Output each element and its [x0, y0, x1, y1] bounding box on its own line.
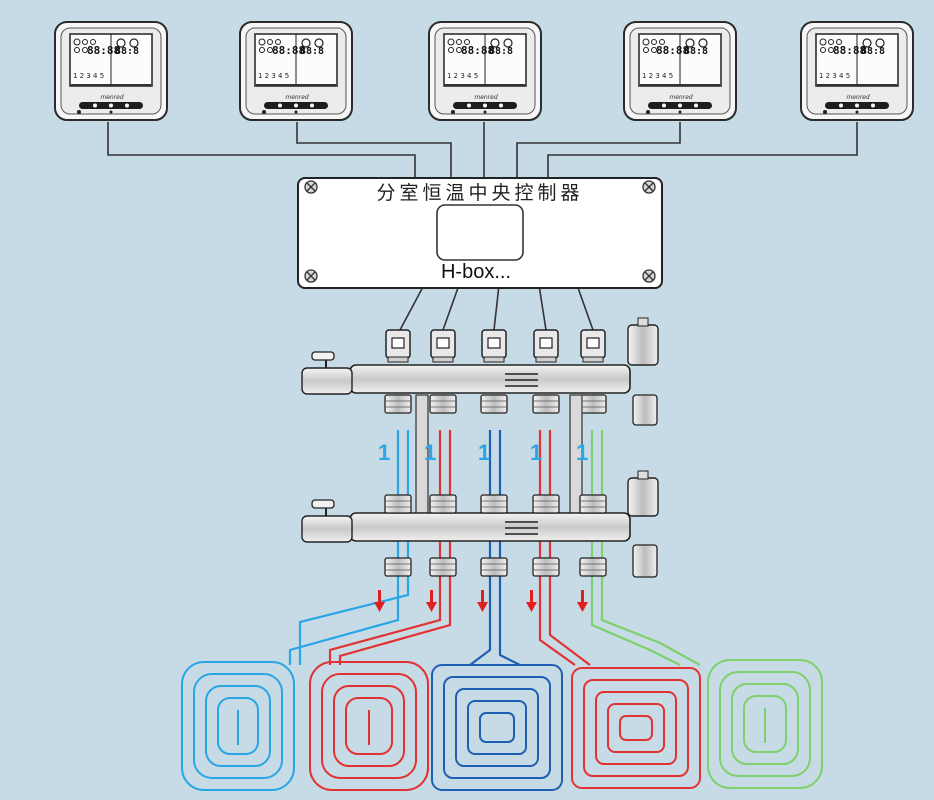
down-arrow-icon	[526, 590, 537, 612]
lcd-day-row: 1 2 3 4 5	[258, 72, 289, 80]
lcd-main-reading: 88:88	[461, 44, 494, 57]
wire-4	[516, 122, 681, 180]
lcd-sub-reading: 88:8	[489, 46, 513, 57]
controller-title: 分室恒温中央控制器	[376, 182, 583, 204]
lcd-main-reading: 88:88	[656, 44, 689, 57]
thermostat-1: 88:88 88:8 1 2 3 4 5 menred	[54, 21, 168, 121]
lcd-main-reading: 88:88	[272, 44, 305, 57]
down-arrow-icon	[374, 590, 385, 612]
flow-marker: 1	[576, 440, 588, 465]
brand-label: menred	[285, 94, 308, 101]
supply-manifold	[301, 317, 659, 426]
flow-marker: 1	[478, 440, 490, 465]
lcd-sub-reading: 88:8	[115, 46, 139, 57]
pipe-blue-dark-return	[498, 430, 521, 666]
lcd-sub-reading: 88:8	[300, 46, 324, 57]
vent-valve-bottom	[627, 470, 659, 578]
flow-marker: 1	[530, 440, 542, 465]
supply-flow-markers: 1 1 1 1 1	[378, 440, 588, 465]
ball-valve-top	[301, 351, 353, 395]
floor-loop-5	[707, 659, 823, 789]
thermostat-4: 88:88 88:8 1 2 3 4 5 menred	[623, 21, 737, 121]
thermostat-wires	[107, 122, 858, 180]
lcd-day-row: 1 2 3 4 5	[447, 72, 478, 80]
ball-valve-bottom	[301, 499, 353, 543]
thermostat-2: 88:88 88:8 1 2 3 4 5 menred	[239, 21, 353, 121]
pipe-blue-light	[288, 430, 400, 665]
brand-label: menred	[846, 94, 869, 101]
lcd-sub-reading: 88:8	[684, 46, 708, 57]
flow-marker: 1	[424, 440, 436, 465]
lcd-main-reading: 88:88	[87, 44, 120, 57]
down-arrow-icon	[426, 590, 437, 612]
vent-valve-top	[627, 317, 659, 426]
floor-loop-4	[571, 667, 701, 789]
thermostat-3: 88:88 88:8 1 2 3 4 5 menred	[428, 21, 542, 121]
thermostat-5: 88:88 88:8 1 2 3 4 5 menred	[800, 21, 914, 121]
down-arrow-icon	[477, 590, 488, 612]
brand-label: menred	[669, 94, 692, 101]
return-manifold	[301, 470, 659, 578]
controller-display	[436, 204, 524, 261]
brand-label: menred	[474, 94, 497, 101]
lcd-day-row: 1 2 3 4 5	[819, 72, 850, 80]
lcd-day-row: 1 2 3 4 5	[73, 72, 104, 80]
controller-label: H-box...	[441, 261, 511, 283]
floor-loop-3	[431, 664, 563, 791]
flow-marker: 1	[378, 440, 390, 465]
floor-loop-2	[309, 661, 429, 791]
pipe-blue-dark	[469, 430, 492, 666]
lcd-sub-reading: 88:8	[861, 46, 885, 57]
wire-5	[547, 122, 858, 180]
lcd-day-row: 1 2 3 4 5	[642, 72, 673, 80]
manifold-brackets	[415, 394, 583, 521]
pipe-red-1-return	[338, 430, 452, 665]
pipe-blue-light-return	[298, 430, 410, 665]
wire-2	[296, 122, 452, 180]
lcd-main-reading: 88:88	[833, 44, 866, 57]
central-controller: 分室恒温中央控制器 H-box...	[297, 177, 663, 289]
actuator-wires	[399, 284, 594, 331]
floor-loop-1	[181, 661, 295, 791]
down-arrow-icon	[577, 590, 588, 612]
wire-1	[107, 122, 416, 180]
brand-label: menred	[100, 94, 123, 101]
return-arrows	[374, 590, 588, 612]
